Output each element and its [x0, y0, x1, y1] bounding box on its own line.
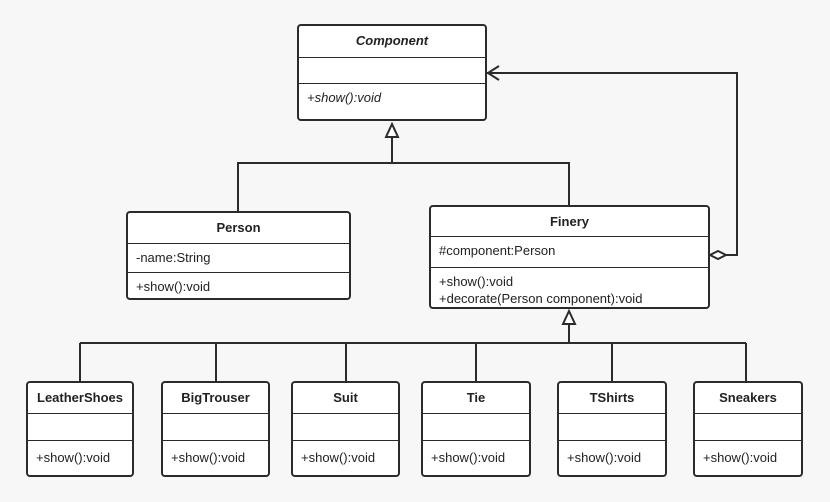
operations-section: +show():void	[559, 440, 665, 466]
operation: +show():void	[307, 90, 382, 105]
class-sneakers[interactable]: Sneakers +show():void	[693, 381, 803, 477]
class-leathershoes[interactable]: LeatherShoes +show():void	[26, 381, 134, 477]
generalization-line-finery	[392, 162, 570, 205]
attribute: -name:String	[136, 250, 211, 265]
operations-section: +show():void	[293, 440, 398, 466]
attributes-section: -name:String	[128, 243, 349, 272]
generalization-line-person	[237, 137, 393, 211]
class-tshirts[interactable]: TShirts +show():void	[557, 381, 667, 477]
operations-section: +show():void	[423, 440, 529, 466]
class-name: BigTrouser	[181, 390, 250, 405]
operation: +show():void	[431, 450, 506, 465]
attributes-section	[28, 413, 132, 440]
operations-section: +show():void	[28, 440, 132, 466]
operations-section: +show():void	[299, 83, 485, 106]
attributes-section	[299, 57, 485, 83]
class-name: Sneakers	[719, 390, 777, 405]
attributes-section	[163, 413, 268, 440]
class-name: TShirts	[589, 390, 635, 405]
class-name: LeatherShoes	[37, 390, 123, 405]
attributes-section: #component:Person	[431, 236, 708, 267]
class-finery[interactable]: Finery #component:Person +show():void +d…	[429, 205, 710, 309]
generalization-arrowhead-finery	[561, 308, 577, 325]
aggregation-line	[487, 72, 738, 256]
operation: +decorate(Person component):void	[439, 291, 643, 306]
class-name: Finery	[549, 214, 589, 229]
operation: +show():void	[136, 279, 211, 294]
attributes-section	[695, 413, 801, 440]
operation: +show():void	[703, 450, 778, 465]
class-name: Tie	[466, 390, 486, 405]
class-name: Component	[355, 33, 429, 48]
operation: +show():void	[439, 274, 514, 289]
aggregation-diamond	[707, 249, 729, 261]
class-name: Person	[216, 220, 261, 235]
generalization-arrowhead-component	[384, 121, 400, 138]
class-bigtrouser[interactable]: BigTrouser +show():void	[161, 381, 270, 477]
operation: +show():void	[301, 450, 376, 465]
attribute: #component:Person	[439, 243, 556, 258]
class-name: Suit	[333, 390, 358, 405]
attributes-section	[293, 413, 398, 440]
class-suit[interactable]: Suit +show():void	[291, 381, 400, 477]
operations-section: +show():void	[695, 440, 801, 466]
class-tie[interactable]: Tie +show():void	[421, 381, 531, 477]
operation: +show():void	[36, 450, 111, 465]
operation: +show():void	[171, 450, 246, 465]
class-person[interactable]: Person -name:String +show():void	[126, 211, 351, 300]
operations-section: +show():void	[128, 272, 349, 295]
attributes-section	[559, 413, 665, 440]
attributes-section	[423, 413, 529, 440]
operations-section: +show():void	[163, 440, 268, 466]
aggregation-arrowhead	[486, 65, 500, 81]
operation: +show():void	[567, 450, 642, 465]
class-component[interactable]: Component +show():void	[297, 24, 487, 121]
operations-section: +show():void +decorate(Person component)…	[431, 267, 708, 307]
